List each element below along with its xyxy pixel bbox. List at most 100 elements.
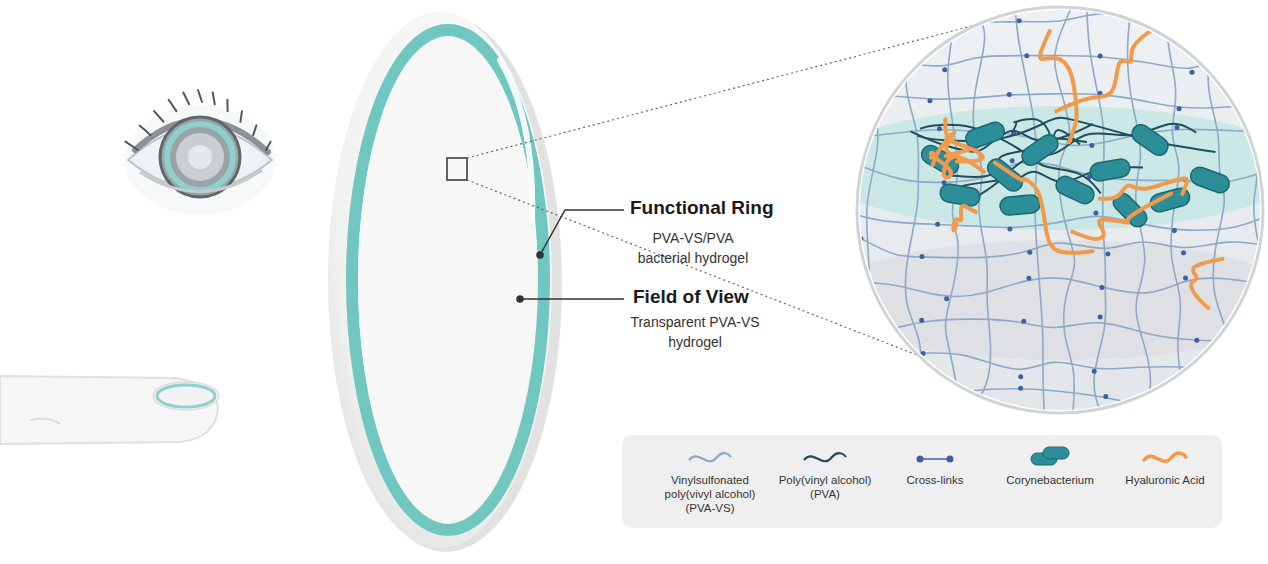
pva-vs-chain	[843, 383, 1257, 408]
cross-link	[1093, 210, 1098, 215]
corynebacterium	[1053, 173, 1097, 206]
eyelash	[240, 111, 242, 122]
legend-sample	[1140, 445, 1190, 471]
hyaluronic-acid	[931, 153, 984, 178]
corynebacterium	[999, 194, 1040, 215]
eyelash	[253, 126, 256, 136]
cross-link	[1007, 226, 1012, 231]
cross-link	[1099, 285, 1104, 290]
eyelash	[266, 142, 271, 150]
hyaluronic-acid	[953, 206, 975, 231]
part-label: Field of View	[633, 286, 749, 308]
eyelash	[169, 100, 177, 111]
contact-lens	[328, 12, 562, 552]
legend-sample	[910, 445, 960, 471]
cross-link	[1183, 275, 1188, 280]
eyelash	[140, 126, 151, 136]
cross-link	[1018, 386, 1023, 391]
pva-vs-chain	[856, 278, 1268, 297]
cross-link	[942, 67, 947, 72]
legend-text: Corynebacterium	[990, 473, 1110, 487]
legend-sample	[1025, 445, 1075, 471]
cross-link	[919, 318, 924, 323]
cross-link	[853, 370, 858, 375]
cross-link	[1089, 143, 1094, 148]
cross-link	[1194, 338, 1199, 343]
hyaluronic-acid	[1191, 259, 1222, 308]
hyaluronic-acid	[1100, 178, 1187, 198]
cross-link	[1172, 228, 1177, 233]
corynebacterium	[1188, 165, 1232, 196]
cross-link	[840, 104, 845, 109]
cross-link	[859, 60, 864, 65]
cross-link	[858, 12, 863, 17]
cross-link	[1172, 14, 1177, 19]
pva-vs-chain	[905, 12, 921, 430]
cross-link	[932, 11, 937, 16]
cross-link	[1261, 170, 1266, 175]
cross-link	[858, 236, 863, 241]
cross-link	[919, 254, 924, 259]
cross-link	[927, 98, 932, 103]
legend-panel: Vinylsulfonated poly(vivyl alcohol) (PVA…	[622, 435, 1222, 528]
cross-link	[1027, 250, 1032, 255]
hyaluronic-acid	[1072, 194, 1171, 240]
cross-link	[1018, 374, 1023, 379]
legend-item: Vinylsulfonated poly(vivyl alcohol) (PVA…	[650, 435, 770, 528]
legend-item: Hyaluronic Acid	[1110, 435, 1220, 528]
legend-item: Poly(vinyl alcohol) (PVA)	[770, 435, 880, 528]
cross-link	[1093, 8, 1098, 13]
eyelash	[183, 93, 189, 105]
legend-text: Poly(vinyl alcohol) (PVA)	[770, 473, 880, 501]
pva-vs-chain	[1168, 0, 1183, 432]
cross-link	[1103, 394, 1108, 399]
pva-vs-chain	[861, 0, 1268, 22]
cross-link	[1172, 389, 1177, 394]
eyelash	[198, 90, 202, 102]
cross-link	[1007, 92, 1012, 97]
hyaluronic-acid	[945, 119, 969, 156]
legend-item: Cross-links	[880, 435, 990, 528]
cross-link	[921, 351, 926, 356]
cross-link	[1105, 251, 1110, 256]
cross-link	[943, 396, 948, 401]
eyelash	[154, 111, 164, 122]
pva-vs-chain	[842, 94, 1268, 108]
hydrogel-zoom	[820, 0, 1268, 433]
cross-link	[1098, 315, 1103, 320]
eye-illustration	[125, 90, 275, 215]
corynebacterium	[939, 183, 982, 208]
cross-link	[1024, 53, 1029, 58]
cross-link	[848, 136, 853, 141]
cross-link	[1174, 125, 1179, 130]
cross-link	[1098, 53, 1103, 58]
corynebacterium	[984, 155, 1026, 195]
pva-vs-chain	[1206, 6, 1235, 413]
cross-link	[1017, 18, 1022, 23]
corynebacterium	[1128, 121, 1171, 159]
hyaluronic-acid	[995, 163, 1093, 253]
pva-vs-chain	[1086, 0, 1105, 418]
cross-link	[1196, 364, 1201, 369]
cross-link	[840, 405, 845, 410]
legend-text: Hyaluronic Acid	[1110, 473, 1220, 487]
pva-vs-chain	[863, 11, 878, 433]
cross-link	[1026, 276, 1031, 281]
legend-text: Cross-links	[880, 473, 990, 487]
pva-vs-chain	[856, 353, 1267, 373]
pva-vs-chain	[1249, 0, 1266, 411]
legend-text: Vinylsulfonated poly(vivyl alcohol) (PVA…	[650, 473, 770, 515]
cross-link	[937, 126, 942, 131]
cross-link	[848, 328, 853, 333]
legend-item: Corynebacterium	[990, 435, 1110, 528]
cross-link	[1021, 319, 1026, 324]
pva-vs-chain	[840, 210, 1268, 230]
cross-link	[1265, 365, 1268, 370]
eyelash	[213, 93, 215, 105]
hyaluronic-acid	[1056, 24, 1160, 111]
eyelash	[125, 142, 138, 150]
cross-link	[1177, 106, 1182, 111]
part-description: PVA-VS/PVA bacterial hydrogel	[626, 228, 760, 268]
cross-link	[1255, 335, 1260, 340]
